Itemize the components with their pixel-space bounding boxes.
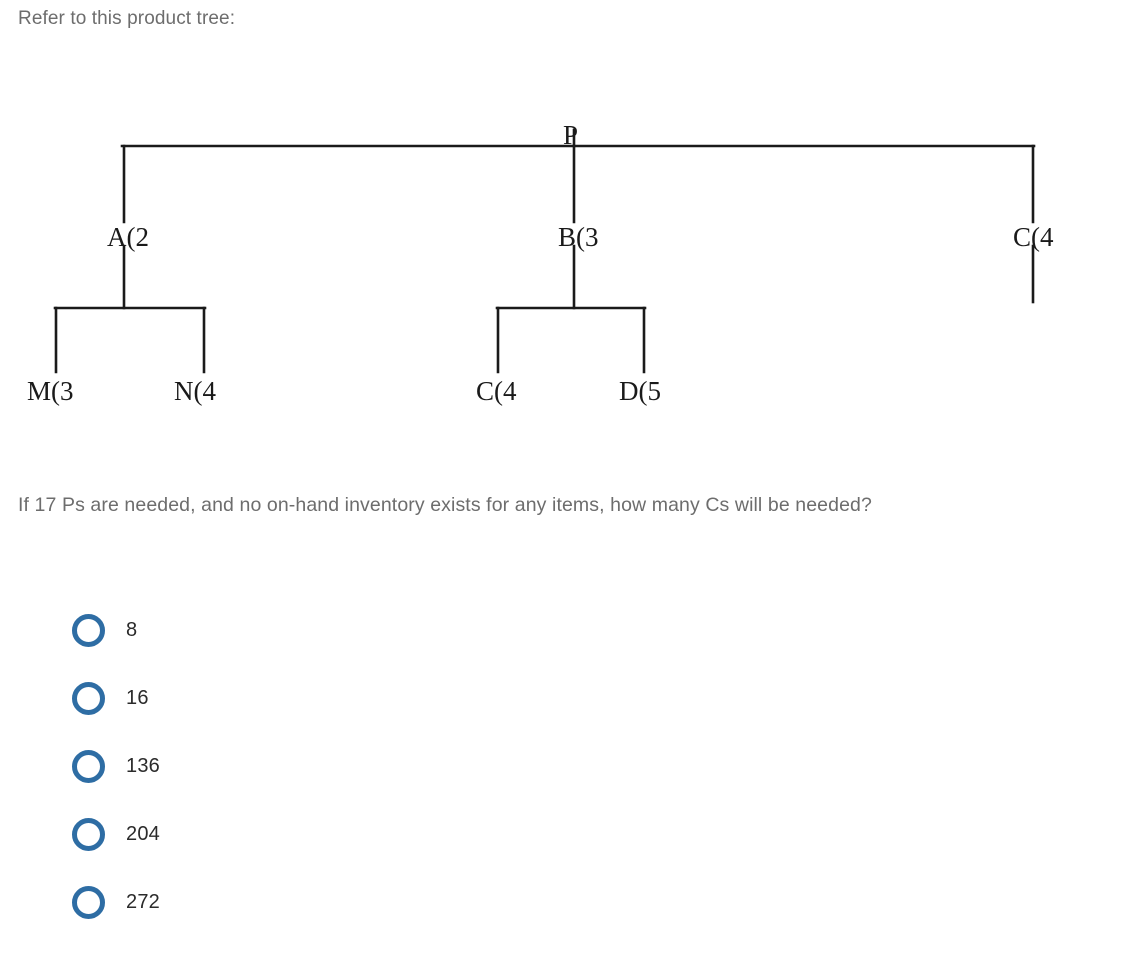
tree-node-p: P bbox=[563, 120, 579, 150]
answer-option-1[interactable]: 8 bbox=[72, 596, 672, 664]
product-tree-diagram: P A(2 B(3 C(4 M(3 N(4 C(4 D(5 bbox=[0, 100, 1124, 430]
answer-option-label: 272 bbox=[126, 890, 160, 913]
answer-option-5[interactable]: 272 bbox=[72, 868, 672, 936]
answer-option-label: 136 bbox=[126, 754, 160, 777]
tree-node-d: D(5 bbox=[619, 376, 661, 406]
tree-node-c-under-b: C(4 bbox=[476, 376, 517, 406]
radio-button-icon[interactable] bbox=[72, 749, 105, 783]
tree-node-n: N(4 bbox=[174, 376, 216, 406]
question-text: If 17 Ps are needed, and no on-hand inve… bbox=[18, 494, 872, 516]
intro-text: Refer to this product tree: bbox=[18, 8, 236, 29]
radio-button-icon[interactable] bbox=[72, 681, 105, 715]
tree-node-c-top: C(4 bbox=[1013, 222, 1054, 252]
answer-option-3[interactable]: 136 bbox=[72, 732, 672, 800]
radio-button-icon[interactable] bbox=[72, 613, 105, 647]
tree-node-b: B(3 bbox=[558, 222, 599, 252]
answer-option-4[interactable]: 204 bbox=[72, 800, 672, 868]
tree-node-m: M(3 bbox=[27, 376, 74, 406]
radio-button-icon[interactable] bbox=[72, 885, 105, 919]
product-tree-lines bbox=[53, 128, 1036, 374]
answer-option-label: 8 bbox=[126, 618, 138, 641]
answer-option-label: 204 bbox=[126, 822, 160, 845]
answer-option-2[interactable]: 16 bbox=[72, 664, 672, 732]
tree-node-a: A(2 bbox=[107, 222, 149, 252]
radio-button-icon[interactable] bbox=[72, 817, 105, 851]
answer-options-list: 8 16 136 204 272 bbox=[72, 596, 672, 936]
answer-option-label: 16 bbox=[126, 686, 149, 709]
